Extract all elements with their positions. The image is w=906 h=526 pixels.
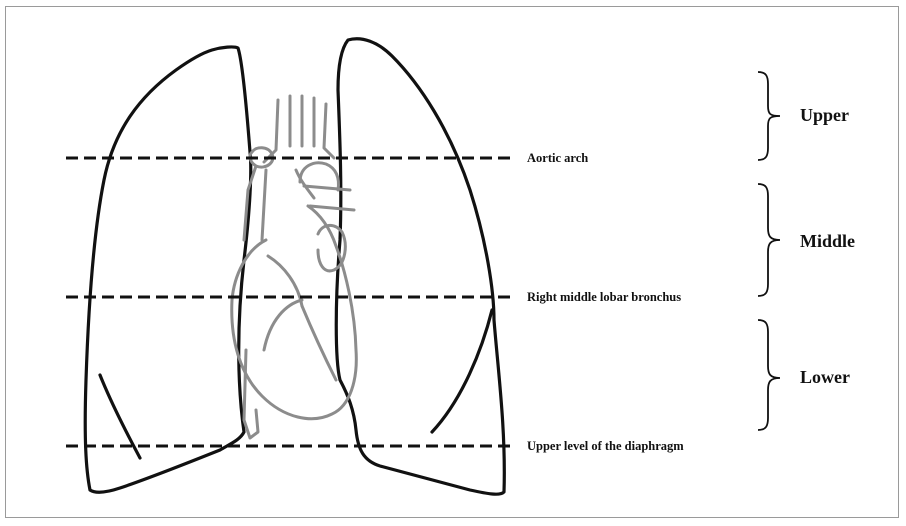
diaphragm-label: Upper level of the diaphragm [527, 439, 684, 454]
right-lung-outline [85, 47, 251, 492]
left-lung-outline [336, 39, 504, 494]
lower-region-label: Lower [800, 367, 850, 388]
aortic-arch-label: Aortic arch [527, 151, 588, 166]
middle-region-brace [758, 184, 780, 296]
lower-region-brace [758, 320, 780, 430]
upper-region-brace [758, 72, 780, 160]
right-middle-lobar-bronchus-label: Right middle lobar bronchus [527, 290, 681, 305]
upper-region-label: Upper [800, 105, 849, 126]
middle-region-label: Middle [800, 231, 855, 252]
